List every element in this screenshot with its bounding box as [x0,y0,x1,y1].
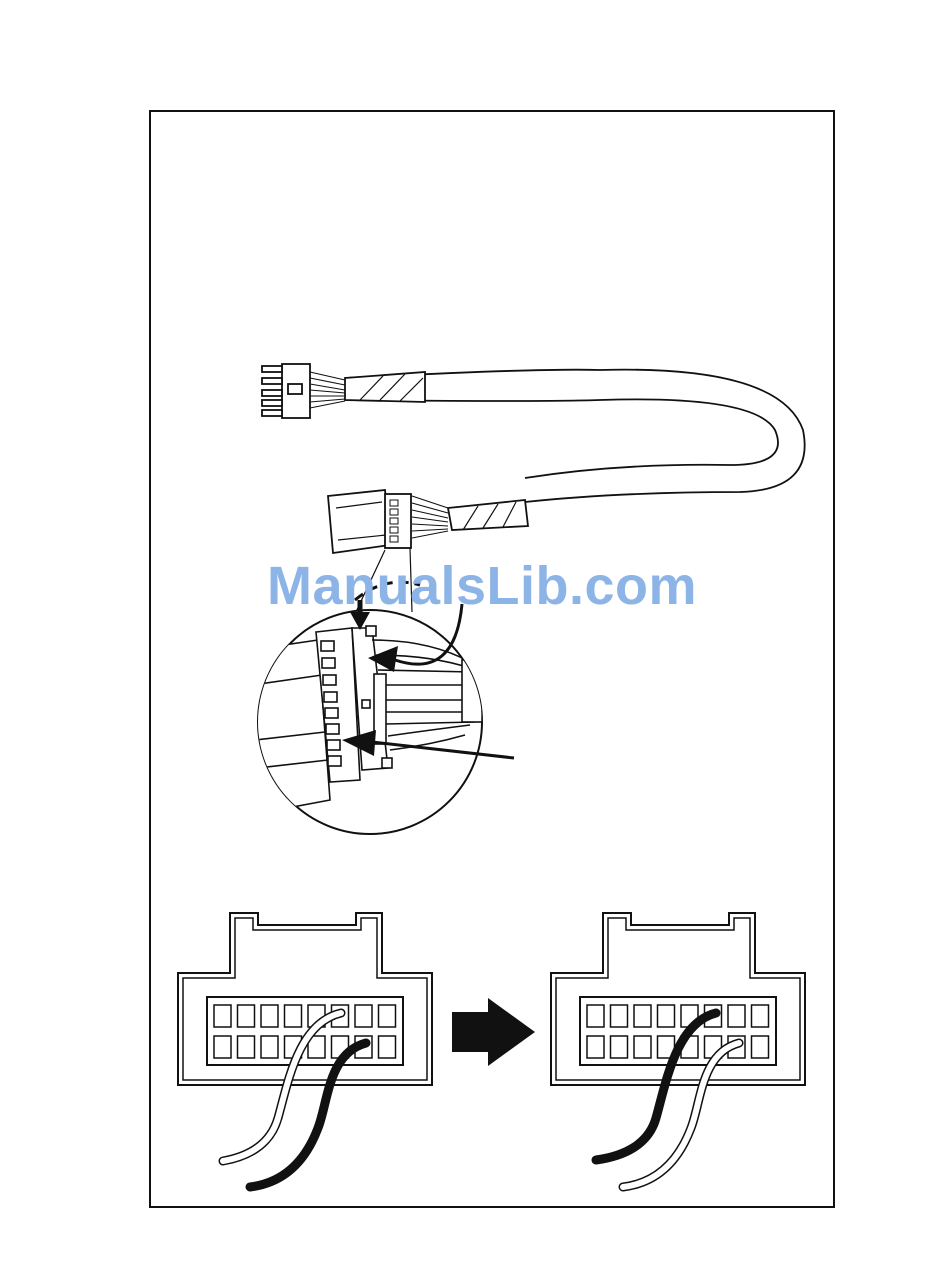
connector-pin-slot [238,1005,255,1027]
connector-pin-slot [658,1005,675,1027]
connector-pin-slot [587,1005,604,1027]
harness-cable-inner [345,399,778,478]
right-arrow-icon [452,998,535,1066]
connector-pin-slot [379,1005,396,1027]
connector-pin-slot [634,1005,651,1027]
connector-pin-slot [355,1005,372,1027]
connector-detail-magnifier [250,582,514,834]
connector-pin-slot [238,1036,255,1058]
connector-pin-slot [611,1036,628,1058]
wiring-harness [262,364,805,614]
connector-pin-slot [261,1005,278,1027]
connector-after [551,913,805,1187]
connector-pin-slot [285,1005,302,1027]
connector-pin-slot [379,1036,396,1058]
connector-before [178,913,432,1187]
connector-pin-slot [728,1005,745,1027]
connector-pin-slot [611,1005,628,1027]
connector-pin-slot [752,1036,769,1058]
connector-pin-slot [752,1005,769,1027]
harness-right-plug [328,490,390,553]
connector-pin-slot [214,1005,231,1027]
connector-pin-slot [261,1036,278,1058]
connector-pin-slot [214,1036,231,1058]
connector-pin-slot [587,1036,604,1058]
connector-pin-slot [634,1036,651,1058]
